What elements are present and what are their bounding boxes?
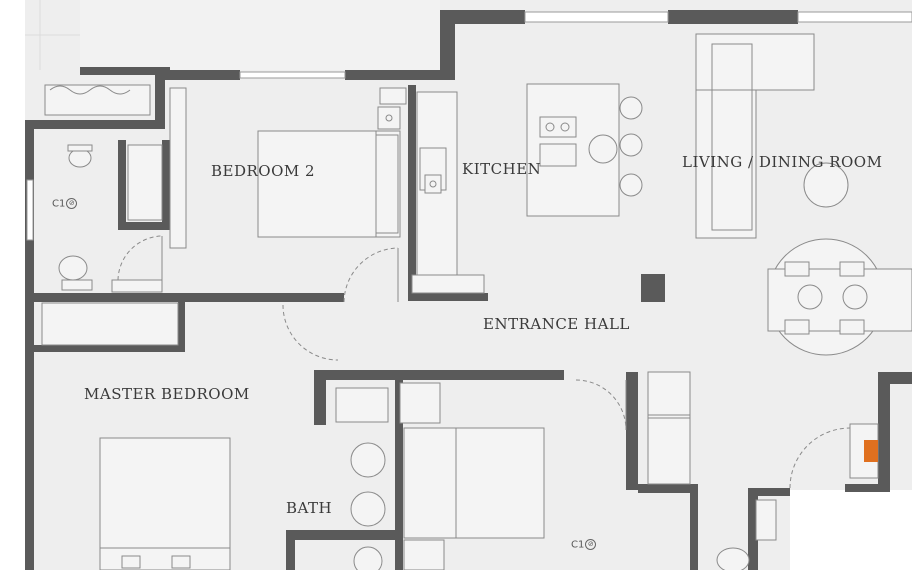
- room-label-bath: BATH: [286, 499, 333, 517]
- bottom-right-white: [790, 490, 912, 570]
- room-label-entrance-hall: ENTRANCE HALL: [483, 315, 630, 333]
- no-entry-icon: ⊘: [585, 539, 597, 550]
- walls: [25, 10, 912, 570]
- room-label-master-bedroom: MASTER BEDROOM: [84, 385, 250, 403]
- room-label-bedroom2: BEDROOM 2: [211, 162, 316, 180]
- tile-lines: [25, 0, 80, 70]
- no-entry-icon: ⊘: [66, 198, 78, 209]
- ceiling-tag-2: C1⊘: [571, 539, 597, 551]
- ceiling-tag-1: C1⊘: [52, 198, 78, 210]
- door-leaves: [161, 236, 627, 430]
- ceiling-tag-1-text: C1: [52, 198, 66, 210]
- top-room-floor: [80, 0, 440, 70]
- door-swings: [117, 235, 851, 489]
- left-margin: [0, 0, 25, 570]
- room-label-kitchen: KITCHEN: [462, 160, 542, 178]
- windows: [26, 11, 912, 241]
- ceiling-tag-2-text: C1: [571, 539, 585, 551]
- room-label-living-dining: LIVING / DINING ROOM: [682, 153, 883, 171]
- furniture: [41, 33, 912, 570]
